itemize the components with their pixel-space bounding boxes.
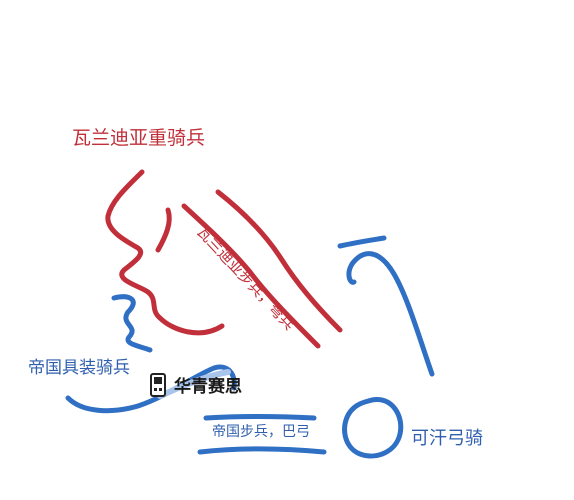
red-infantry-line-lower: [181, 203, 321, 349]
label-vlandian-heavy-cavalry: 瓦兰迪亚重骑兵: [72, 127, 206, 149]
blue-swoop-faint: [157, 369, 231, 399]
blue-infantry-line-upper: [203, 414, 317, 421]
blue-cavalry-stroke: [111, 294, 153, 353]
watermark-text: 华青赛思: [174, 377, 242, 397]
blue-khan-circle: [342, 397, 404, 459]
label-imperial-cataphract: 帝国具装骑兵: [28, 358, 130, 378]
handheld-console-icon: [150, 372, 166, 397]
blue-khan-arrow-curve: [346, 251, 435, 377]
label-imperial-infantry-archers: 帝国步兵，巴弓: [212, 424, 310, 440]
watermark: 华青赛思: [150, 372, 242, 397]
label-khan-horse-archers: 可汗弓骑: [411, 428, 483, 449]
blue-infantry-line-lower: [197, 446, 327, 455]
red-heavy-cavalry-stroke: [105, 169, 225, 336]
red-heavy-cavalry-stroke-2: [155, 207, 172, 253]
blue-khan-arrow-head: [337, 235, 387, 249]
red-infantry-line-upper: [215, 189, 343, 333]
